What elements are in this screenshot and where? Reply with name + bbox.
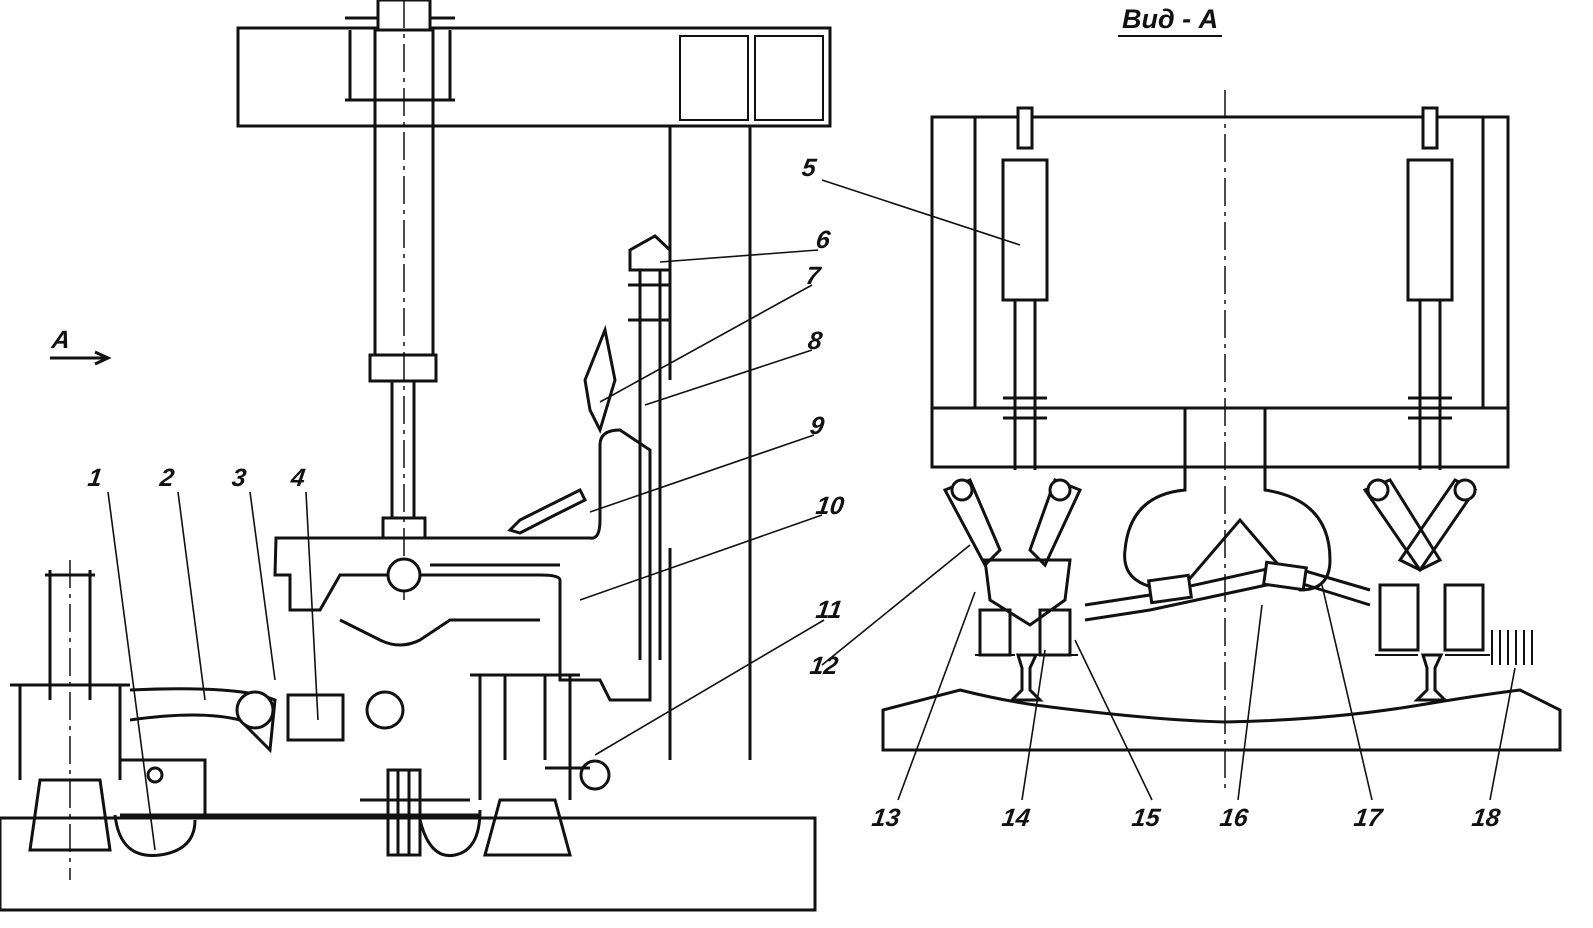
tamping-tines — [386, 768, 422, 857]
jack-foot — [28, 778, 112, 852]
rail-left — [1008, 653, 1044, 702]
piston-rod — [390, 381, 416, 520]
guide-wheel — [579, 759, 611, 791]
cylinder-collar — [368, 353, 438, 383]
callout-18: 18 — [1470, 804, 1502, 832]
right-jack-foot — [483, 798, 572, 857]
cylinder-5b — [1406, 158, 1454, 302]
roller-2 — [418, 809, 482, 858]
view-title: Вид - А — [1118, 4, 1223, 37]
leader-lines — [107, 179, 1516, 851]
hinge-2 — [365, 690, 405, 730]
right-cylinder-assembly — [1362, 106, 1533, 702]
axle-bar — [150, 798, 480, 817]
callout-16: 16 — [1218, 804, 1250, 832]
callout-17: 17 — [1352, 804, 1384, 832]
hook-lever — [583, 324, 617, 435]
callout-11: 11 — [814, 596, 844, 624]
rail-right — [1413, 653, 1449, 702]
view-arrow — [50, 350, 112, 366]
main-bracket — [273, 428, 652, 702]
callout-14: 14 — [1000, 804, 1032, 832]
top-beam — [236, 26, 832, 128]
beam-section-1 — [679, 35, 749, 121]
callout-12: 12 — [808, 652, 840, 680]
beam-section-2 — [754, 35, 824, 121]
callout-15: 15 — [1130, 804, 1162, 832]
spring-link — [507, 487, 588, 535]
clamp-body-left — [983, 558, 1072, 627]
callout-13: 13 — [870, 804, 902, 832]
tines-18 — [1491, 630, 1533, 665]
clamp-block — [286, 693, 345, 742]
tie-rod — [1084, 563, 1371, 622]
rail — [0, 816, 817, 912]
left-cylinder-assembly — [942, 106, 1083, 702]
pivot-pin — [386, 557, 422, 593]
guide-rod — [628, 234, 672, 660]
machine-frame — [930, 115, 1510, 469]
callout-10: 10 — [814, 492, 846, 520]
center-hanger — [1123, 406, 1332, 592]
right-jack — [470, 673, 580, 800]
sleeper-ballast — [881, 688, 1562, 752]
front-view-a — [881, 90, 1562, 790]
frame-column — [668, 126, 752, 760]
hinge-1 — [235, 690, 275, 730]
cylinder-5 — [1001, 158, 1049, 302]
side-view — [0, 0, 832, 912]
bracket-slot — [339, 563, 560, 647]
lever-arm — [129, 687, 277, 754]
